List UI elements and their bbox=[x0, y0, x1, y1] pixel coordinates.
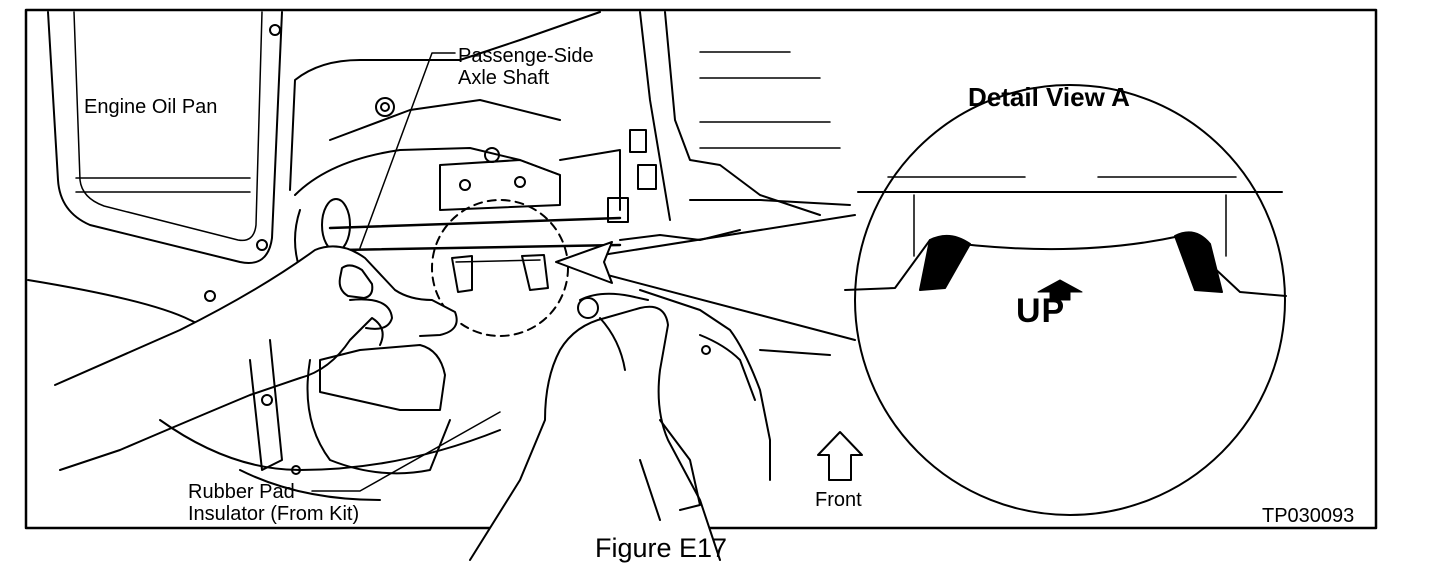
rubber-pad-label-line2: Insulator (From Kit) bbox=[188, 503, 360, 525]
detail-pointer bbox=[555, 241, 613, 284]
figure-code: TP030093 bbox=[1262, 505, 1355, 527]
front-arrow bbox=[817, 431, 863, 481]
rubber-pad-label-line1: Rubber Pad bbox=[188, 481, 295, 503]
axle-shaft-label-line2: Axle Shaft bbox=[458, 67, 550, 89]
axle-leader bbox=[359, 52, 456, 249]
detail-pad-left bbox=[919, 234, 971, 291]
up-arrow-icon bbox=[1037, 279, 1083, 301]
detail-circle bbox=[431, 199, 569, 337]
front-label: Front bbox=[815, 489, 862, 511]
axle-shaft-label-line1: Passenge-Side bbox=[458, 45, 594, 67]
up-label: UP bbox=[1016, 292, 1066, 330]
rubber-leader bbox=[311, 411, 501, 492]
oil-pan-outline bbox=[47, 11, 283, 264]
figure-caption: Figure E17 bbox=[595, 533, 728, 563]
rubber-pad-right bbox=[521, 254, 549, 291]
left-hand bbox=[54, 245, 458, 386]
detail-view-title: Detail View A bbox=[968, 82, 1130, 112]
axle-joint bbox=[321, 198, 351, 252]
engine-oil-pan-label: Engine Oil Pan bbox=[84, 96, 218, 118]
detail-pad-right bbox=[1174, 231, 1223, 293]
right-hand bbox=[469, 305, 721, 561]
axle-shaft bbox=[328, 216, 622, 230]
rubber-pad-left bbox=[451, 255, 473, 293]
